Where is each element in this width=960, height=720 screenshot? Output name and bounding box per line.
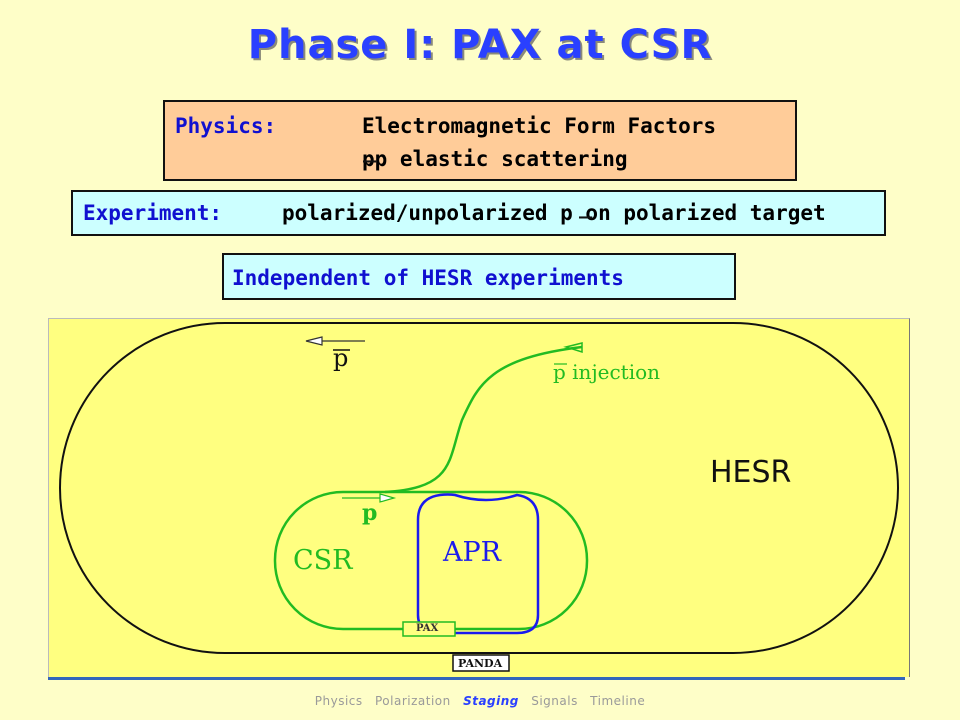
injection-label: p injection bbox=[553, 360, 661, 384]
physics-line-1: Electromagnetic Form Factors bbox=[362, 114, 717, 138]
hesr-label: HESR bbox=[710, 455, 792, 490]
diagram-frame bbox=[48, 318, 910, 677]
nav-signals[interactable]: Signals bbox=[531, 694, 578, 708]
nav-timeline[interactable]: Timeline bbox=[590, 694, 646, 708]
apr-ring bbox=[416, 493, 540, 635]
p-label: p bbox=[362, 500, 378, 526]
nav-physics[interactable]: Physics bbox=[314, 694, 363, 708]
independent-text: Independent of HESR experiments bbox=[232, 266, 624, 290]
injection-arrow bbox=[563, 342, 583, 354]
physics-label: Physics: bbox=[175, 114, 277, 138]
p-arrow-head bbox=[379, 493, 397, 503]
physics-box: Physics: Electromagnetic Form Factors pp… bbox=[163, 100, 797, 181]
injection-line bbox=[384, 345, 583, 494]
footer-nav: Physics Polarization Staging Signals Tim… bbox=[0, 694, 960, 708]
nav-staging[interactable]: Staging bbox=[463, 694, 519, 708]
experiment-label: Experiment: bbox=[83, 201, 223, 225]
pbar-label: p bbox=[333, 344, 349, 372]
experiment-box: Experiment: polarized/unpolarized p on p… bbox=[71, 190, 886, 236]
experiment-text: polarized/unpolarized p on polarized tar… bbox=[282, 201, 826, 225]
antiproton-bar: _ bbox=[363, 138, 377, 163]
footer-divider bbox=[48, 677, 905, 680]
nav-polarization[interactable]: Polarization bbox=[375, 694, 451, 708]
hesr-ring bbox=[59, 322, 899, 654]
physics-line-2: pp elastic scattering bbox=[362, 147, 628, 171]
page-title: Phase I: PAX at CSR bbox=[247, 22, 713, 68]
antiproton-bar: _ bbox=[579, 194, 593, 219]
panda-label: PANDA bbox=[458, 657, 503, 670]
independent-box: Independent of HESR experiments bbox=[222, 253, 736, 300]
pax-box bbox=[402, 621, 456, 637]
pbar-arrow-head bbox=[305, 336, 323, 346]
panda-box bbox=[452, 654, 510, 672]
ring-diagram bbox=[48, 318, 910, 677]
pax-label: PAX bbox=[416, 623, 439, 634]
csr-label: CSR bbox=[293, 545, 353, 576]
apr-label: APR bbox=[443, 537, 501, 568]
